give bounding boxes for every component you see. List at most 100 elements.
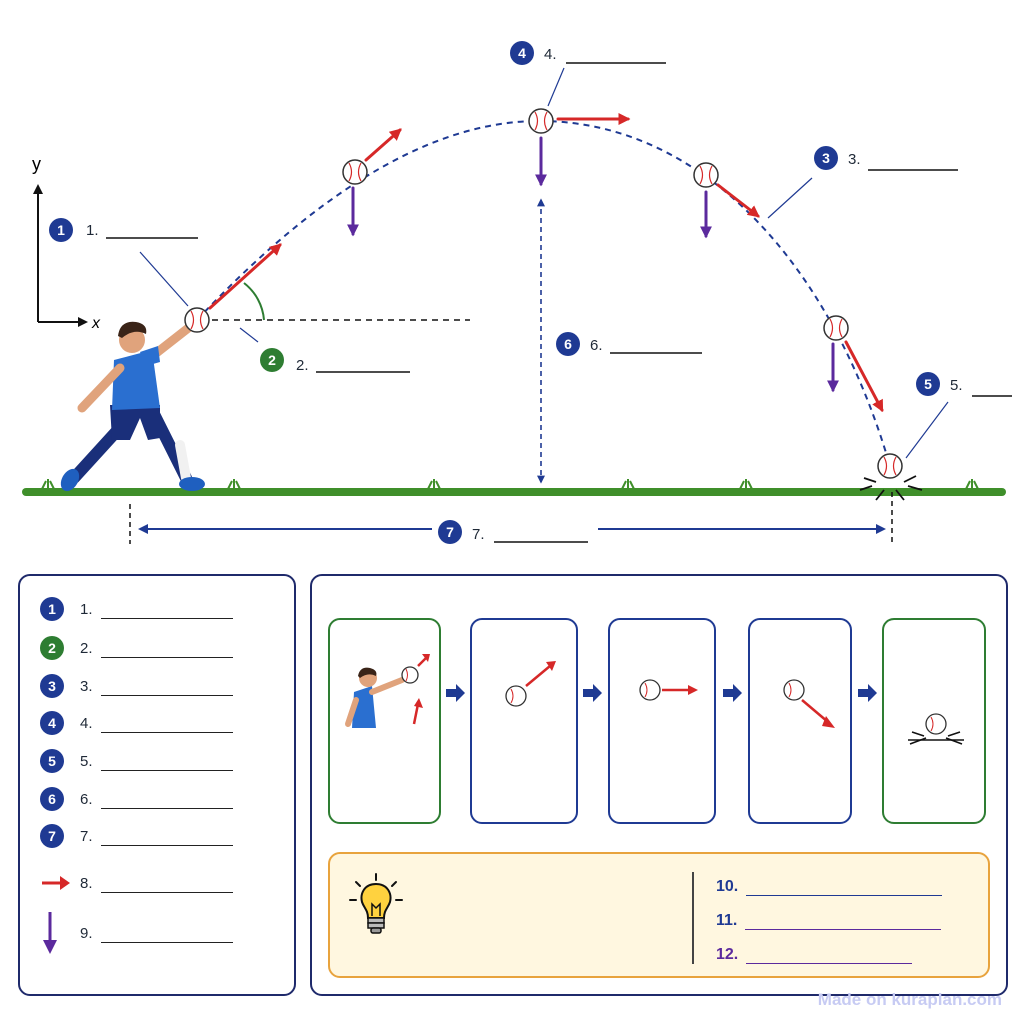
tip-item-12: 12. [716, 938, 913, 964]
legend-item-8: 8. [40, 870, 233, 896]
legend-item-4: 4 4. [40, 710, 233, 736]
svg-text:6.: 6. [590, 337, 603, 354]
stage-rising [470, 618, 578, 824]
svg-text:1.: 1. [86, 222, 99, 239]
svg-text:4.: 4. [544, 46, 557, 63]
legend-item-label: 7. [80, 827, 93, 845]
svg-text:1: 1 [57, 222, 65, 238]
leader-lines [139, 67, 949, 459]
badge-6: 6 [40, 787, 64, 811]
stage-apex [608, 618, 716, 824]
svg-text:7.: 7. [472, 526, 485, 543]
sequence-arrow-icon [583, 684, 602, 702]
legend-item-label: 1. [80, 600, 93, 618]
callout-3: 3 3. [814, 146, 958, 171]
player-throw-icon [345, 654, 430, 728]
answer-blank[interactable] [746, 879, 943, 896]
legend-item-2: 2 2. [40, 635, 233, 661]
ball-falling [823, 315, 849, 341]
velocity-vectors [208, 113, 884, 413]
launch-angle-arc [243, 282, 265, 321]
red-arrow-icon [42, 876, 70, 890]
callout-1: 1 1. [49, 218, 198, 242]
badge-4: 4 [40, 711, 64, 735]
badge-7: 7 [40, 824, 64, 848]
tip-divider [692, 872, 694, 964]
tip-item-11: 11. [716, 904, 942, 930]
answer-blank[interactable] [100, 752, 233, 771]
answer-blank[interactable] [100, 827, 233, 846]
legend-item-label: 3. [80, 677, 93, 695]
tip-item-label: 11. [716, 912, 738, 929]
tip-box [328, 852, 990, 978]
legend-item-label: 5. [80, 752, 93, 770]
tip-item-10: 10. [716, 870, 943, 896]
svg-text:7: 7 [446, 524, 454, 540]
legend-item-label: 2. [80, 639, 93, 657]
ball-landing [877, 453, 903, 479]
svg-text:6: 6 [564, 336, 572, 352]
trajectory-path [196, 119, 891, 467]
callout-2: 2 2. [260, 348, 410, 374]
answer-blank[interactable] [746, 947, 913, 964]
answer-blank[interactable] [745, 913, 942, 930]
sequence-arrow-icon [858, 684, 877, 702]
badge-5: 5 [40, 749, 64, 773]
legend-panel: 1 1. 2 2. 3 3. 4 4. 5 5. 6 6. 7 7. 8. [18, 574, 296, 996]
stage-landing [882, 618, 986, 824]
svg-text:5: 5 [924, 376, 932, 392]
legend-item-9: 9. [40, 910, 233, 956]
axes: y x [32, 154, 101, 332]
answer-blank[interactable] [100, 874, 233, 893]
ball-descending-icon [783, 679, 835, 728]
sequence-arrow-icon [723, 684, 742, 702]
ground [22, 488, 1006, 496]
axis-y-label: y [32, 154, 41, 174]
svg-text:2.: 2. [296, 357, 309, 374]
stage-descending [748, 618, 852, 824]
callout-7: 7 7. [438, 520, 588, 544]
legend-item-6: 6 6. [40, 786, 233, 812]
svg-text:2: 2 [268, 352, 276, 368]
callout-5: 5 5. [916, 372, 1012, 397]
legend-item-7: 7 7. [40, 823, 233, 849]
legend-item-label: 9. [80, 924, 93, 942]
svg-text:3: 3 [822, 150, 830, 166]
purple-arrow-icon [43, 912, 57, 954]
gravity-vectors [347, 136, 839, 393]
answer-blank[interactable] [100, 790, 233, 809]
ball-launch [184, 307, 210, 333]
answer-blank[interactable] [100, 714, 233, 733]
stage-launch [328, 618, 441, 824]
badge-3: 3 [40, 674, 64, 698]
legend-item-3: 3 3. [40, 673, 233, 699]
ball-apex [528, 108, 554, 134]
legend-item-label: 6. [80, 790, 93, 808]
legend-item-label: 4. [80, 714, 93, 732]
lightbulb-icon [349, 873, 403, 934]
legend-item-1: 1 1. [40, 596, 233, 622]
answer-blank[interactable] [100, 600, 233, 619]
player-figure [60, 317, 205, 492]
svg-text:4: 4 [518, 45, 526, 61]
ball-rising [342, 159, 368, 185]
legend-item-5: 5 5. [40, 748, 233, 774]
axis-x-label: x [91, 315, 101, 332]
ball-rising-icon [505, 661, 556, 707]
tip-item-label: 12. [716, 946, 739, 963]
callout-6: 6 6. [556, 332, 702, 356]
sequence-arrow-icon [446, 684, 465, 702]
tip-item-label: 10. [716, 878, 739, 895]
badge-1: 1 [40, 597, 64, 621]
legend-item-label: 8. [80, 874, 93, 892]
badge-2: 2 [40, 636, 64, 660]
answer-blank[interactable] [100, 677, 233, 696]
impact-marks [859, 475, 923, 501]
svg-text:5.: 5. [950, 377, 963, 394]
callout-4: 4 4. [510, 41, 666, 65]
range-indicator [129, 492, 893, 544]
ball-descending [693, 162, 719, 188]
answer-blank[interactable] [100, 639, 233, 658]
svg-text:3.: 3. [848, 151, 861, 168]
answer-blank[interactable] [100, 924, 233, 943]
